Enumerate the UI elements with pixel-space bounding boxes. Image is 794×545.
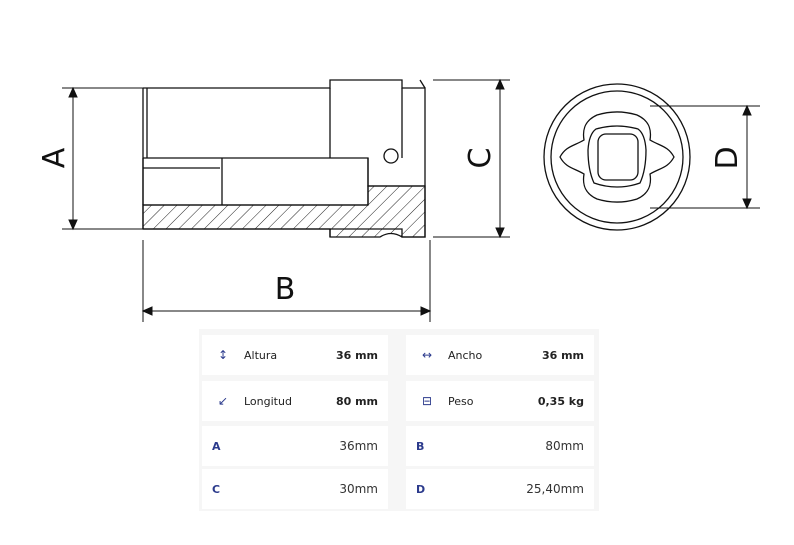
label-d: D (710, 146, 745, 169)
dimension-c (433, 78, 510, 239)
spec-longitud: ↙ Longitud 80 mm (202, 381, 388, 421)
label-a: A (37, 147, 72, 168)
diagonal-arrow-icon: ↙ (217, 394, 229, 408)
spec-peso-value: 0,35 kg (537, 394, 584, 408)
specs-table: ↕ Altura 36 mm ↔ Ancho 36 mm ↙ Longitud … (199, 329, 599, 511)
technical-drawing: A B C D (37, 78, 760, 322)
spec-altura-label: Altura (244, 348, 278, 362)
spec-c-value: 30mm (339, 482, 378, 496)
spec-d-label: D (416, 482, 426, 496)
vertical-arrows-icon: ↕ (217, 348, 229, 362)
spec-a-label: A (212, 439, 221, 453)
spec-d-value: 25,40mm (526, 482, 584, 496)
horizontal-arrows-icon: ↔ (421, 348, 433, 362)
dimension-d (650, 104, 760, 210)
spec-c: C 30mm (202, 469, 388, 509)
spec-d: D 25,40mm (406, 469, 594, 509)
spec-altura-value: 36 mm (335, 348, 378, 362)
spec-peso: ⊟ Peso 0,35 kg (406, 381, 594, 421)
spec-a-value: 36mm (339, 439, 378, 453)
spec-ancho-value: 36 mm (541, 348, 584, 362)
spec-ancho: ↔ Ancho 36 mm (406, 335, 594, 375)
spec-peso-label: Peso (448, 394, 474, 408)
spec-b-label: B (416, 439, 425, 453)
dimension-b (141, 240, 432, 322)
weight-icon: ⊟ (421, 394, 433, 408)
label-c: C (463, 148, 498, 169)
spec-c-label: C (212, 482, 221, 496)
spec-longitud-value: 80 mm (335, 394, 378, 408)
spec-b-value: 80mm (545, 439, 584, 453)
dimension-a (62, 86, 143, 231)
spec-b: B 80mm (406, 426, 594, 466)
spec-a: A 36mm (202, 426, 388, 466)
spec-longitud-label: Longitud (244, 394, 292, 408)
spec-ancho-label: Ancho (448, 348, 483, 362)
socket-end-view (543, 83, 691, 231)
spec-altura: ↕ Altura 36 mm (202, 335, 388, 375)
hatched-section (142, 185, 426, 238)
label-b: B (275, 272, 296, 307)
